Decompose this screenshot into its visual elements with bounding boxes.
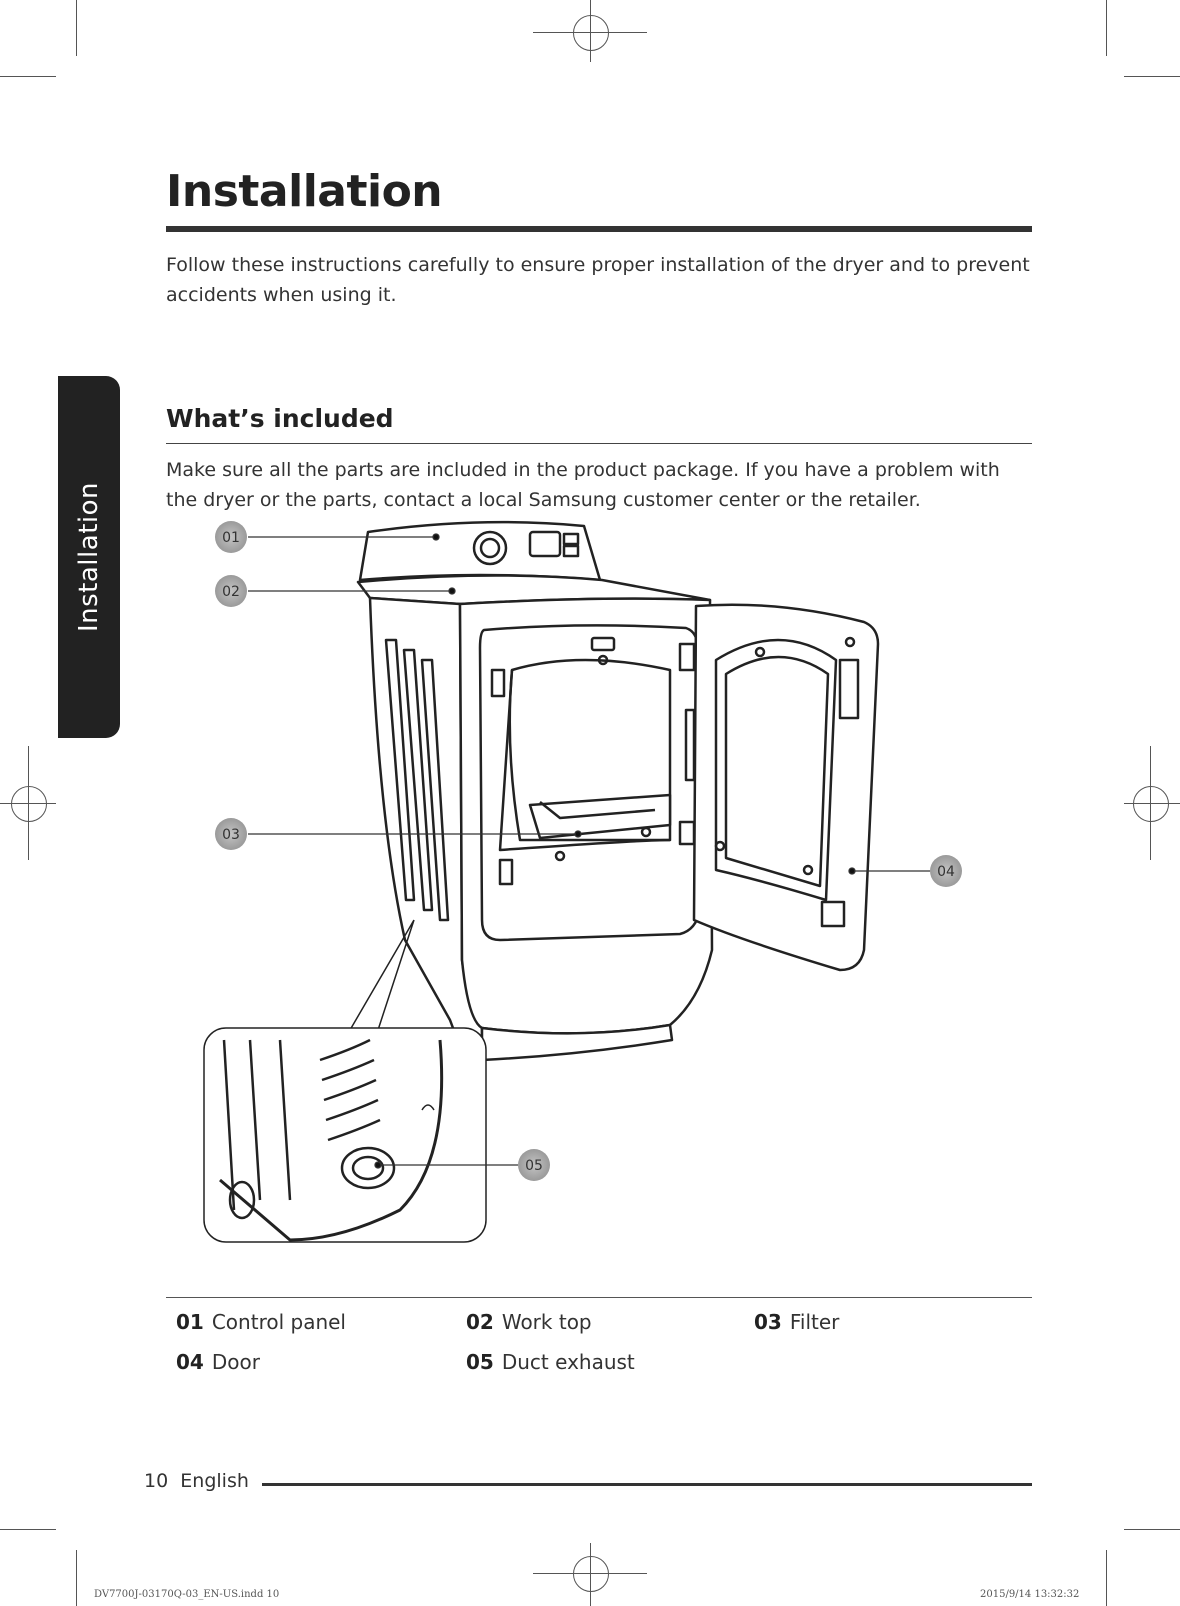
- page-footer: 10 English: [144, 1470, 249, 1492]
- registration-mark: [573, 1556, 609, 1592]
- section-description: Make sure all the parts are included in …: [166, 459, 1000, 511]
- crop-mark: [1106, 0, 1107, 56]
- part-item: 05 Duct exhaust: [466, 1350, 635, 1374]
- intro-text: Follow these instructions carefully to e…: [166, 254, 1030, 306]
- crop-mark: [590, 0, 591, 62]
- crop-mark: [0, 76, 56, 77]
- date-slug: 2015/9/14 13:32:32: [980, 1589, 1080, 1600]
- part-item: 03 Filter: [754, 1310, 839, 1334]
- section-title: What’s included: [166, 404, 394, 433]
- callout-03: 03: [222, 827, 240, 843]
- part-number: 01: [176, 1310, 204, 1334]
- side-tab: Installation: [58, 376, 120, 738]
- registration-mark: [11, 786, 47, 822]
- dryer-illustration: 01 02 03 04 05: [203, 520, 962, 1243]
- page-number: 10: [144, 1470, 169, 1492]
- crop-mark: [1124, 803, 1180, 804]
- crop-mark: [1150, 746, 1151, 860]
- crop-mark: [1124, 1529, 1180, 1530]
- callout-05: 05: [525, 1158, 543, 1174]
- side-tab-label: Installation: [74, 481, 104, 633]
- footer-divider: [262, 1483, 1032, 1486]
- callout-04: 04: [937, 864, 955, 880]
- part-item: 01 Control panel: [176, 1310, 346, 1334]
- section-divider: [166, 443, 1032, 444]
- crop-mark: [28, 746, 29, 860]
- part-item: 02 Work top: [466, 1310, 592, 1334]
- callout-01: 01: [222, 530, 240, 546]
- crop-mark: [76, 1550, 77, 1606]
- parts-divider: [166, 1297, 1032, 1298]
- registration-mark: [573, 15, 609, 51]
- part-item: 04 Door: [176, 1350, 260, 1374]
- part-label: Filter: [789, 1310, 840, 1334]
- part-number: 03: [754, 1310, 782, 1334]
- part-label: Door: [211, 1350, 260, 1374]
- part-label: Duct exhaust: [501, 1350, 635, 1374]
- crop-mark: [590, 1543, 591, 1606]
- crop-mark: [1124, 76, 1180, 77]
- crop-mark: [76, 0, 77, 56]
- lint-filter: [528, 793, 672, 840]
- part-label: Work top: [501, 1310, 592, 1334]
- registration-mark: [1133, 786, 1169, 822]
- page-title: Installation: [166, 166, 443, 217]
- crop-mark: [1106, 1550, 1107, 1606]
- file-slug: DV7700J-03170Q-03_EN-US.indd 10: [94, 1589, 280, 1600]
- part-number: 04: [176, 1350, 204, 1374]
- dryer-door: [692, 603, 880, 972]
- part-number: 02: [466, 1310, 494, 1334]
- title-divider: [166, 226, 1032, 232]
- callout-02: 02: [222, 584, 240, 600]
- crop-mark: [0, 1529, 56, 1530]
- part-number: 05: [466, 1350, 494, 1374]
- footer-language: English: [180, 1470, 249, 1492]
- part-label: Control panel: [211, 1310, 346, 1334]
